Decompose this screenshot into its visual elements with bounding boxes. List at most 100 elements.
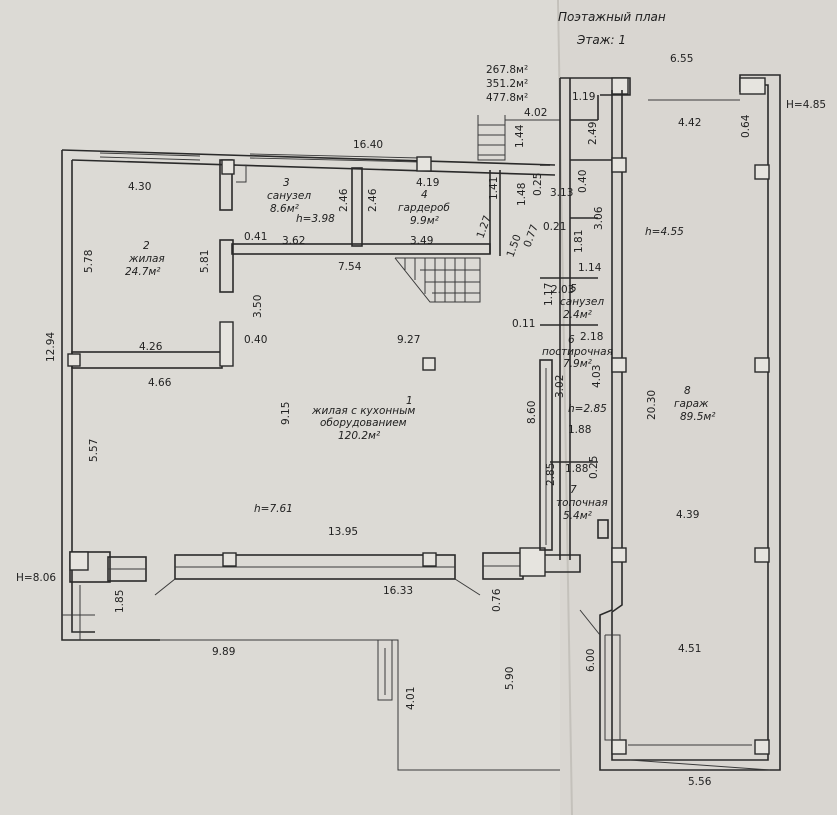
room-4-label: 4 гардероб 9.9м² [398, 189, 450, 227]
svg-text:7.9м²: 7.9м² [563, 358, 593, 370]
porch [160, 639, 560, 771]
dim-2-46b: 2.46 [367, 188, 379, 212]
room-3-label: 3 санузел 8.6м² h=3.98 [267, 177, 335, 225]
svg-text:h=7.61: h=7.61 [254, 503, 293, 515]
dim-4-02: 4.02 [524, 107, 547, 119]
dim-13-95: 13.95 [328, 526, 358, 538]
bottom-facade [62, 547, 581, 640]
staircase [394, 257, 481, 303]
dim-0-64: 0.64 [740, 114, 752, 138]
svg-text:санузел: санузел [560, 296, 604, 308]
dim-1-44: 1.44 [514, 124, 526, 148]
dim-5-78: 5.78 [83, 250, 95, 273]
house-outer-walls [61, 149, 556, 641]
dim-1-88a: 1.88 [568, 424, 591, 436]
service-strip-walls [539, 77, 631, 560]
svg-text:120.2м²: 120.2м² [338, 430, 381, 442]
dim-1-41: 1.41 [488, 177, 500, 200]
svg-text:1: 1 [406, 395, 413, 407]
area-total-3: 477.8м² [486, 92, 528, 104]
central-column [422, 357, 436, 371]
dim-1-88b: 1.88 [565, 463, 588, 475]
dim-3-06: 3.06 [593, 206, 605, 230]
svg-text:89.5м²: 89.5м² [680, 411, 716, 423]
dim-4-51: 4.51 [678, 643, 701, 655]
svg-text:h=2.85: h=2.85 [568, 403, 607, 415]
svg-text:8.6м²: 8.6м² [270, 203, 300, 215]
svg-text:h=4.55: h=4.55 [645, 226, 684, 238]
dim-2-03: 2.03 [551, 284, 574, 296]
dim-3-49: 3.49 [410, 235, 433, 247]
dim-1-19: 1.19 [572, 91, 595, 103]
svg-text:топочная: топочная [556, 497, 608, 509]
garage-walls [579, 74, 781, 771]
dim-9-89: 9.89 [212, 646, 235, 658]
svg-text:2.4м²: 2.4м² [563, 309, 593, 321]
room-7-label: 7 топочная 5.4м² [556, 484, 608, 522]
dim-6-55: 6.55 [670, 53, 693, 65]
dim-5-81: 5.81 [199, 250, 211, 273]
dim-1-85: 1.85 [114, 590, 126, 613]
dim-1-48: 1.48 [516, 183, 528, 206]
dim-4-66: 4.66 [148, 377, 172, 389]
room-2-label: 2 жилая 24.7м² [125, 240, 165, 278]
dim-9-27: 9.27 [397, 334, 420, 346]
dim-16-33: 16.33 [383, 585, 413, 597]
dim-3-13: 3.13 [550, 187, 573, 199]
dim-1-17: 1.17 [543, 283, 555, 306]
dim-4-39: 4.39 [676, 509, 699, 521]
svg-text:гараж: гараж [674, 398, 709, 410]
svg-text:6: 6 [568, 334, 575, 346]
dim-2-18: 2.18 [580, 331, 603, 343]
dim-6-00: 6.00 [585, 649, 597, 672]
dim-1-14: 1.14 [578, 262, 602, 274]
dim-4-03: 4.03 [591, 365, 603, 388]
room-8-label: 8 гараж 89.5м² h=4.55 [645, 226, 716, 423]
floor-label: Этаж: 1 [576, 33, 626, 47]
svg-text:жилая: жилая [128, 253, 165, 265]
dim-2-85: 2.85 [545, 463, 557, 486]
dim-5-90: 5.90 [504, 667, 516, 690]
dim-5-57: 5.57 [88, 439, 100, 462]
svg-text:8: 8 [684, 385, 691, 397]
dim-0-40a: 0.40 [577, 170, 589, 193]
dim-0-25b: 0.25 [588, 456, 600, 479]
room-6-label: 6 постирочная 7.9м² h=2.85 [542, 334, 613, 415]
level-right: H=4.85 [786, 99, 826, 111]
dim-4-01: 4.01 [405, 687, 417, 710]
dim-4-42: 4.42 [678, 117, 701, 129]
dim-20-30: 20.30 [646, 390, 658, 420]
dimension-labels: 16.40 4.30 0.41 3.62 4.19 3.49 7.54 3.13… [128, 53, 712, 788]
dim-0-25a: 0.25 [532, 173, 544, 196]
svg-text:оборудованием: оборудованием [320, 417, 407, 429]
dim-3-50: 3.50 [252, 295, 264, 318]
dim-4-30: 4.30 [128, 181, 151, 193]
dim-3-62: 3.62 [282, 235, 305, 247]
plan-title: Поэтажный план [558, 10, 666, 24]
area-total-2: 351.2м² [486, 78, 528, 90]
level-left: H=8.06 [16, 572, 56, 584]
dim-12-94: 12.94 [45, 332, 57, 362]
dim-4-19: 4.19 [416, 177, 439, 189]
svg-text:h=3.98: h=3.98 [296, 213, 335, 225]
dim-16-40: 16.40 [353, 139, 383, 151]
svg-text:гардероб: гардероб [398, 202, 450, 214]
entry-stair [477, 115, 560, 161]
room-2-walls [67, 239, 234, 369]
svg-text:24.7м²: 24.7м² [125, 266, 161, 278]
dim-0-76: 0.76 [491, 588, 503, 612]
svg-text:7: 7 [570, 484, 577, 496]
room-1-label: 1 жилая с кухонным оборудованием 120.2м²… [254, 395, 415, 515]
room-3-4-walls [219, 156, 501, 256]
svg-text:3: 3 [283, 177, 290, 189]
svg-text:постирочная: постирочная [542, 346, 613, 358]
dim-0-11: 0.11 [512, 318, 535, 330]
paper-left-half [0, 0, 560, 815]
svg-text:4: 4 [421, 189, 428, 201]
room-5-label: 5 санузел 2.4м² [560, 283, 604, 321]
dim-0-21: 0.21 [543, 221, 566, 233]
dim-3-02: 3.02 [554, 375, 566, 398]
dim-0-41: 0.41 [244, 231, 267, 243]
dim-0-40b: 0.40 [244, 334, 267, 346]
